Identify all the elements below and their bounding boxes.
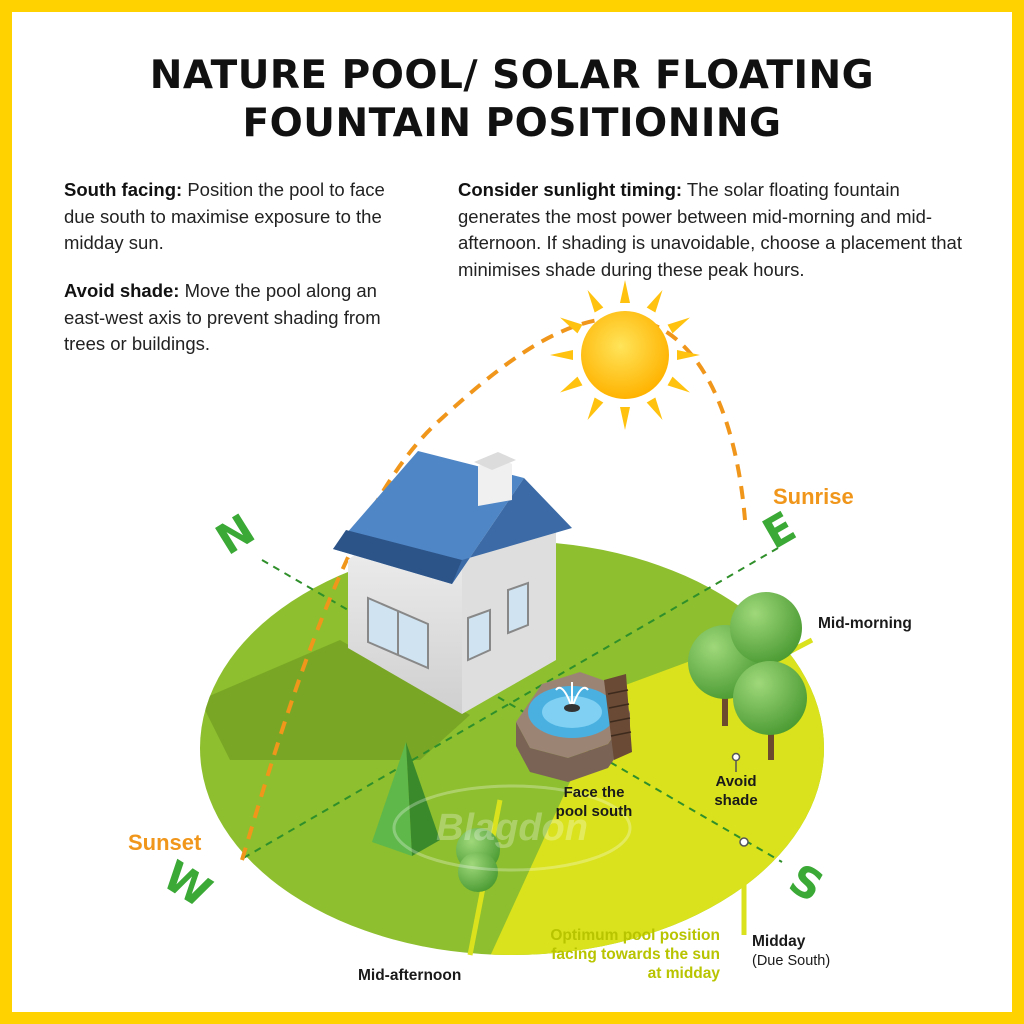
north-south-axis [261, 559, 783, 863]
optimum-label-3: at midday [648, 965, 721, 982]
midday-marker [739, 837, 749, 847]
tree-icon [688, 592, 807, 772]
face-pool-label-2: pool south [556, 803, 633, 820]
due-south-label: (Due South) [752, 953, 830, 969]
house-icon [333, 451, 572, 714]
tip-sunlight-timing: Consider sunlight timing: The solar floa… [458, 177, 978, 283]
tip-shade-heading: Avoid shade: [64, 280, 180, 301]
mid-morning-label: Mid-morning [818, 615, 912, 632]
sun-path-arc [240, 315, 747, 861]
sun-icon [550, 280, 700, 430]
optimum-label-1: Optimum pool position [550, 927, 720, 944]
midday-label: Midday [752, 933, 806, 950]
bush-icon [456, 828, 500, 892]
title-line-2: FOUNTAIN POSITIONING [242, 101, 782, 146]
blagdon-watermark: Blagdon [392, 784, 632, 872]
compass-north: N [207, 504, 263, 564]
compass-west: W [155, 851, 220, 917]
compass-south: S [781, 854, 832, 912]
watermark-text: Blagdon [436, 807, 588, 849]
tip-south-text: Position the pool to face due south to m… [64, 179, 385, 253]
optimum-label-2: facing towards the sun [551, 946, 720, 963]
tip-south-facing: South facing: Position the pool to face … [64, 177, 414, 257]
mid-afternoon-label: Mid-afternoon [358, 967, 461, 984]
avoid-shade-label-2: shade [714, 792, 757, 809]
tip-avoid-shade: Avoid shade: Move the pool along an east… [64, 278, 414, 358]
tip-sunlight-text: The solar floating fountain generates th… [458, 179, 962, 280]
tip-sunlight-heading: Consider sunlight timing: [458, 179, 683, 200]
title-line-1: NATURE POOL/ SOLAR FLOATING [149, 53, 875, 98]
face-pool-label-1: Face the [564, 784, 625, 801]
conifer-icon [372, 742, 440, 856]
fountain-pool-icon [516, 672, 632, 782]
tip-shade-text: Move the pool along an east-west axis to… [64, 280, 381, 354]
tip-south-heading: South facing: [64, 179, 183, 200]
compass-east: E [755, 502, 804, 559]
sunset-label: Sunset [128, 830, 202, 855]
house-shadow [200, 640, 470, 760]
sunrise-label: Sunrise [773, 484, 854, 509]
page-title: NATURE POOL/ SOLAR FLOATING FOUNTAIN POS… [0, 52, 1024, 148]
avoid-shade-label-1: Avoid [715, 773, 756, 790]
